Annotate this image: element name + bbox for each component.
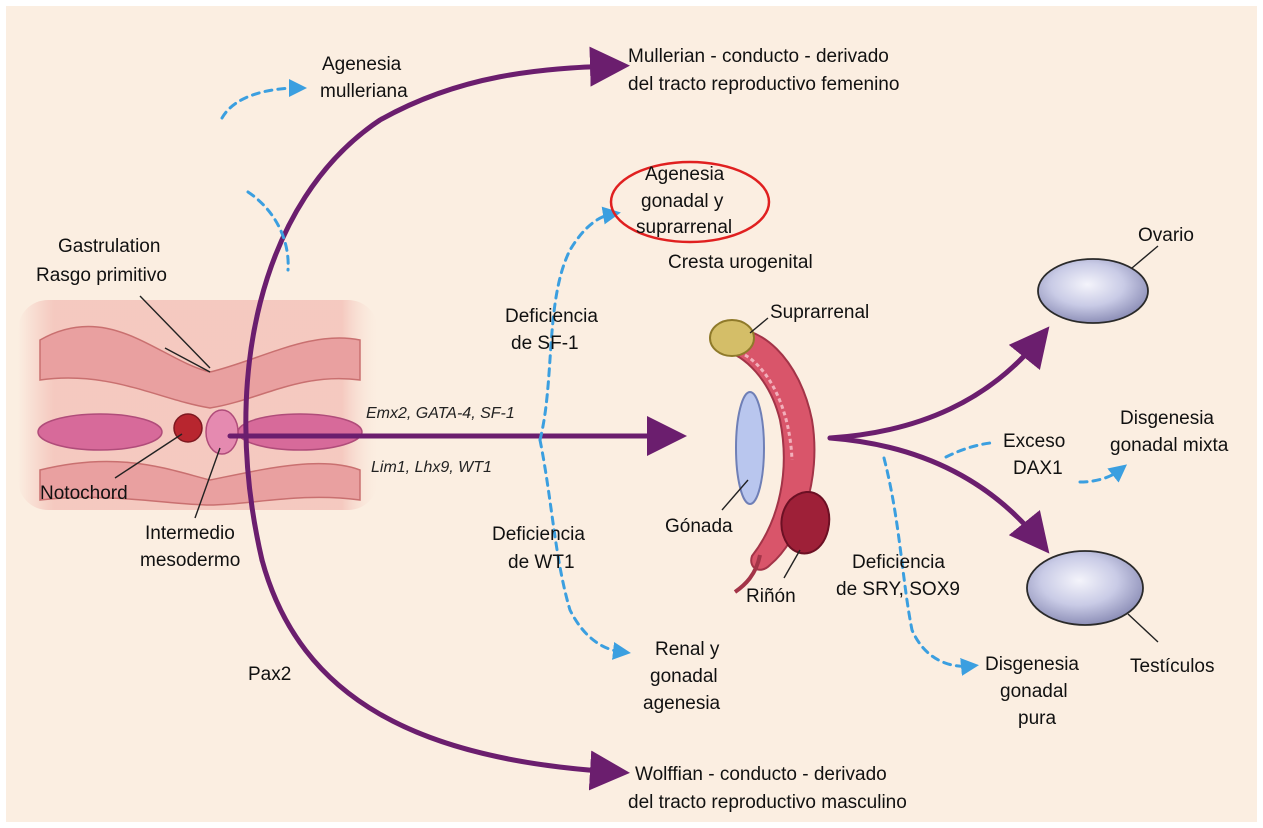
label-gonadal-agenesis-2: gonadal y <box>641 191 724 212</box>
label-disgenesia-mixta-2: gonadal mixta <box>1110 435 1229 456</box>
label-def-sry-2: de SRY, SOX9 <box>836 579 960 600</box>
label-def-sry-1: Deficiencia <box>852 552 945 573</box>
label-genes-upper: Emx2, GATA-4, SF-1 <box>366 405 515 422</box>
label-exceso-1: Exceso <box>1003 431 1065 452</box>
embryo-cross-section <box>18 300 378 510</box>
label-suprarrenal: Suprarrenal <box>770 302 869 323</box>
label-disgenesia-pura-2: gonadal <box>1000 681 1068 702</box>
label-intermediate-2: mesodermo <box>140 550 240 571</box>
label-wolffian-2: del tracto reproductivo masculino <box>628 792 907 813</box>
label-agenesis-mulleriana-1: Agenesia <box>322 54 402 75</box>
label-gonadal-agenesis-1: Agenesia <box>645 164 725 185</box>
label-ovario: Ovario <box>1138 225 1194 246</box>
label-exceso-2: DAX1 <box>1013 458 1063 479</box>
label-rinon: Riñón <box>746 586 796 607</box>
label-disgenesia-mixta-1: Disgenesia <box>1120 408 1214 429</box>
label-intermediate-1: Intermedio <box>145 523 235 544</box>
label-gastrulation: Gastrulation <box>58 236 160 257</box>
label-disgenesia-pura-3: pura <box>1018 708 1056 729</box>
label-agenesis-mulleriana-2: mulleriana <box>320 81 408 102</box>
label-def-sf1-2: de SF-1 <box>511 333 579 354</box>
label-renal-3: agenesia <box>643 693 721 714</box>
label-renal-2: gonadal <box>650 666 718 687</box>
label-mullerian-2: del tracto reproductivo femenino <box>628 74 899 95</box>
label-notochord: Notochord <box>40 483 128 504</box>
label-renal-1: Renal y <box>655 639 720 660</box>
label-mullerian-1: Mullerian - conducto - derivado <box>628 46 889 67</box>
label-gonada: Gónada <box>665 516 733 537</box>
label-pax2: Pax2 <box>248 664 291 685</box>
label-genes-lower: Lim1, Lhx9, WT1 <box>371 459 492 476</box>
label-def-wt1-2: de WT1 <box>508 552 575 573</box>
label-cresta: Cresta urogenital <box>668 252 813 273</box>
label-wolffian-1: Wolffian - conducto - derivado <box>635 764 887 785</box>
testiculos-shape <box>1027 551 1143 625</box>
label-def-sf1-1: Deficiencia <box>505 306 598 327</box>
label-primitive-streak: Rasgo primitivo <box>36 265 167 286</box>
label-gonadal-agenesis-3: suprarrenal <box>636 217 732 238</box>
label-disgenesia-pura-1: Disgenesia <box>985 654 1079 675</box>
label-def-wt1-1: Deficiencia <box>492 524 585 545</box>
ovario-shape <box>1038 259 1148 323</box>
label-testiculos: Testículos <box>1130 656 1214 677</box>
